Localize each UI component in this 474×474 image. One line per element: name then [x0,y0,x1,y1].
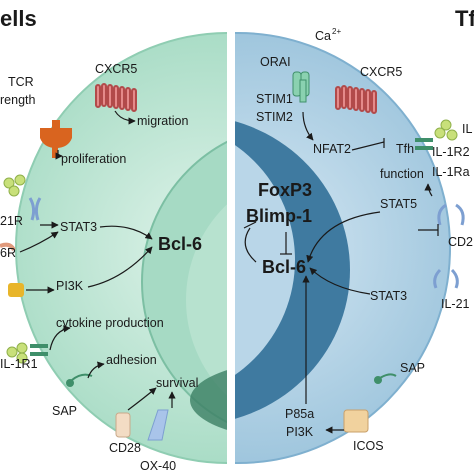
il1-ligand-icon [6,342,28,364]
cd28-receptor-icon [115,412,131,438]
tcr-label-1: TCR [8,75,34,89]
il-top-label: IL [462,122,472,136]
il1r1-label: IL-1R1 [0,357,38,371]
foxp3-label: FoxP3 [258,180,312,200]
adhesion-label: adhesion [106,353,157,367]
pi3k-label-right: PI3K [286,425,314,439]
il6r-label: 6R [0,246,16,260]
migration-label: migration [137,114,188,128]
stat3-label-left: STAT3 [60,220,97,234]
ca-label: Ca [315,29,331,43]
il21r-receptor-icon [28,197,42,221]
right-nucleus-inner [235,145,295,375]
function-label: function [380,167,424,181]
right-arrows [243,111,439,434]
cxcr5-label-left: CXCR5 [95,62,137,76]
survival-label: survival [156,376,198,390]
cd25-label: CD2 [448,235,473,249]
proliferation-label: proliferation [61,152,126,166]
il1ra-label: IL-1Ra [432,165,470,179]
il1r2-receptor-icon [415,138,433,150]
right-cell [235,32,451,464]
il21r-label: 21R [0,214,23,228]
sap-label-right: SAP [400,361,425,375]
cxcr5-receptor-icon-left [95,83,137,112]
cxcr5-receptor-icon-right [335,85,377,114]
right-header: Tf [455,6,474,31]
tcr-label-2: rength [0,93,35,107]
pi3k-label-left: PI3K [56,279,84,293]
left-header: ells [0,6,37,31]
icos-label: ICOS [353,439,384,453]
stat5-label: STAT5 [380,197,417,211]
il21-ligand-icon [3,174,26,197]
sap-label-left: SAP [52,404,77,418]
tcr-receptor-icon [40,120,72,158]
blimp1-label: Blimp-1 [246,206,312,226]
bcl6-label-left: Bcl-6 [158,234,202,254]
pi3k-receptor-icon [8,283,24,297]
orai-label: ORAI [260,55,291,69]
cd25-receptor-icon [437,203,465,226]
cxcr5-label-right: CXCR5 [360,65,402,79]
panel-divider [227,0,235,474]
il6r-receptor-icon [0,242,16,252]
il21-label-right: IL-21 [441,297,470,311]
left-arrows [19,110,176,411]
stat3-label-right: STAT3 [370,289,407,303]
nfat2-label: NFAT2 [313,142,351,156]
sap-icon-right [374,373,397,384]
cd28-label: CD28 [109,441,141,455]
ca-superscript: 2+ [332,27,341,36]
bcl6-label-right: Bcl-6 [262,257,306,277]
il21r-receptor-icon-right [433,268,459,289]
stim1-label: STIM1 [256,92,293,106]
ox40-label: OX-40 [140,459,176,473]
sap-icon-left [66,373,93,387]
left-nucleus-inner [186,204,227,396]
cytokine-label: cytokine production [56,316,164,330]
il1r2-label: IL-1R2 [432,145,470,159]
stim-icon [299,79,307,103]
ox40-receptor-icon [147,409,169,441]
left-nucleolus [190,370,227,430]
stim2-label: STIM2 [256,110,293,124]
il1-ligand-icon-right [434,119,458,141]
il1r1-receptor-icon [30,344,48,356]
icos-receptor-icon [343,409,369,433]
p85a-label: P85a [285,407,314,421]
tfh-label: Tfh [396,142,414,156]
